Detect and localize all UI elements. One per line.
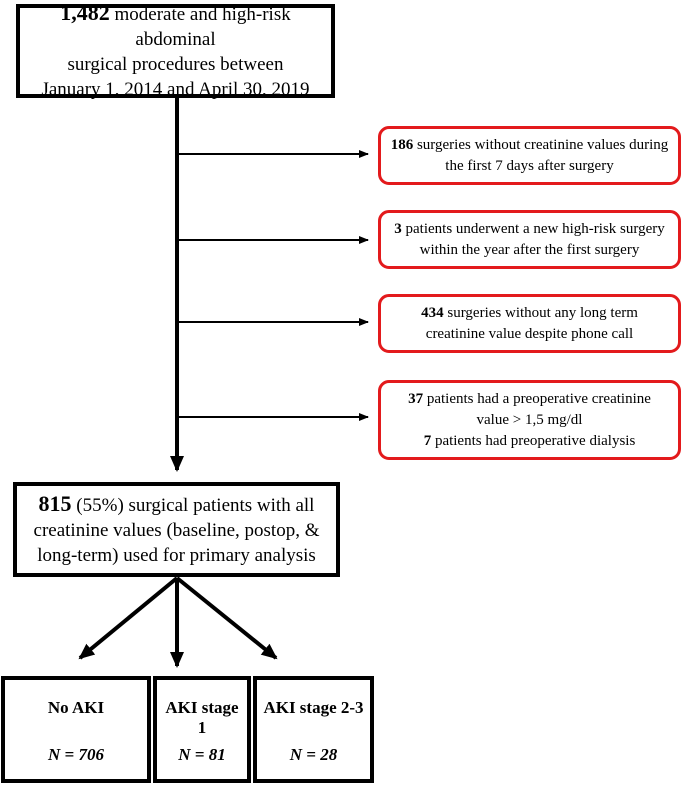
analysis-line-1: 815 (55%) surgical patients with all [39, 491, 315, 518]
exclusion-4-line-1: 37 patients had a preoperative creatinin… [408, 389, 651, 410]
exclusion-2-text-2: within the year after the first surgery [419, 241, 640, 258]
exclusion-box-4: 37 patients had a preoperative creatinin… [378, 380, 681, 460]
exclusion-2-line-1: 3 patients underwent a new high-risk sur… [394, 219, 665, 240]
analysis-text-2: creatinine values (baseline, postop, & [33, 520, 320, 541]
outcome-aki-1-n: N = 81 [178, 745, 226, 764]
analysis-box: 815 (55%) surgical patients with all cre… [13, 482, 340, 577]
source-count: 1,482 [60, 0, 110, 25]
exclusion-box-1: 186 surgeries without creatinine values … [378, 126, 681, 185]
exclusion-box-2: 3 patients underwent a new high-risk sur… [378, 210, 681, 269]
exclusion-1-line-1: 186 surgeries without creatinine values … [391, 135, 669, 156]
outcome-box-aki-23: AKI stage 2-3 N = 28 [253, 676, 374, 783]
exclusion-4-line-3: 7 patients had preoperative dialysis [424, 431, 636, 452]
exclusion-1-text-1: surgeries without creatinine values duri… [413, 136, 669, 153]
exclusion-3-count: 434 [421, 304, 444, 321]
branch-arrow-no-aki [78, 576, 179, 660]
exclusion-4-count-2: 7 [423, 432, 432, 449]
branch-arrow-aki-23 [175, 576, 278, 660]
source-text-2: surgical procedures between [67, 54, 284, 75]
source-text-1: moderate and high-risk abdominal [109, 4, 291, 50]
outcome-no-aki-label: No AKI [47, 698, 105, 717]
exclusion-4-text-3: patients had preoperative dialysis [431, 432, 636, 449]
exclusion-4-text-2: value > 1,5 mg/dl [476, 411, 583, 428]
analysis-text-3: long-term) used for primary analysis [37, 545, 316, 566]
exclusion-box-3: 434 surgeries without any long term crea… [378, 294, 681, 353]
analysis-count: 815 [38, 491, 72, 516]
outcome-aki-1-label: AKI stage 1 [165, 698, 239, 737]
outcome-box-aki-1: AKI stage 1 N = 81 [153, 676, 251, 783]
outcome-aki-23-label: AKI stage 2-3 [263, 698, 364, 717]
exclusion-4-count: 37 [408, 390, 424, 407]
source-text-3: January 1, 2014 and April 30, 2019 [41, 79, 310, 100]
outcome-no-aki-n: N = 706 [48, 745, 104, 764]
exclusion-2-count: 3 [394, 220, 402, 237]
outcome-box-no-aki: No AKI N = 706 [1, 676, 151, 783]
exclusion-1-text-2: the first 7 days after surgery [445, 157, 614, 174]
exclusion-1-count: 186 [390, 136, 414, 153]
exclusion-4-text-1: patients had a preoperative creatinine [423, 390, 651, 407]
analysis-text-1: (55%) surgical patients with all [71, 495, 315, 516]
exclusion-3-text-2: creatinine value despite phone call [425, 325, 634, 342]
exclusion-2-text-1: patients underwent a new high-risk surge… [401, 220, 665, 237]
outcome-aki-23-n: N = 28 [289, 745, 338, 764]
source-box: 1,482 moderate and high-risk abdominal s… [16, 0, 335, 100]
source-box-line-1: 1,482 moderate and high-risk abdominal [28, 0, 323, 52]
exclusion-3-line-1: 434 surgeries without any long term [421, 303, 638, 324]
exclusion-3-text-1: surgeries without any long term [443, 304, 638, 321]
